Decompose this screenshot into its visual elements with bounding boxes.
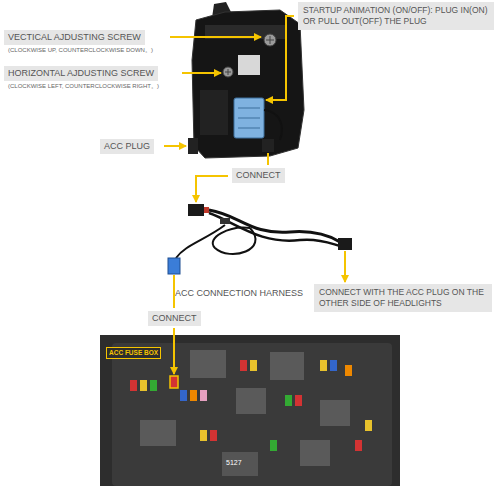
callout-note: (CLOCKWISE LEFT, COUNTERCLOCKWISE RIGHT。… xyxy=(4,81,163,90)
callout-text: CONNECT xyxy=(148,311,201,326)
callout-text: CONNECT WITH THE ACC PLUG ON THE OTHER S… xyxy=(314,284,492,312)
adjusting-screw xyxy=(266,36,274,44)
headlight xyxy=(200,90,228,135)
callout-text: CONNECT xyxy=(232,168,285,183)
leader-line xyxy=(266,16,294,100)
harness xyxy=(188,204,204,216)
callout-box: CONNECT xyxy=(148,311,201,326)
leader-line xyxy=(182,72,221,74)
callout-text: STARTUP ANIMATION (ON/OFF): PLUG IN(ON) … xyxy=(298,2,494,30)
fuse xyxy=(295,395,302,406)
acc-plug xyxy=(262,110,282,152)
fuse-box-photo xyxy=(320,400,350,426)
leader-line xyxy=(173,275,175,308)
adjusting-screw xyxy=(264,34,276,46)
fuse xyxy=(250,360,257,371)
callout-text: VECTICAL AJDUSTING SCREW xyxy=(4,30,145,45)
callout-text: ACC PLUG xyxy=(100,139,154,154)
fuse xyxy=(130,360,372,451)
harness xyxy=(168,204,352,274)
callout-box: HORIZONTAL AJDUSTING SCREW(CLOCKWISE LEF… xyxy=(4,66,163,90)
harness xyxy=(213,228,256,254)
fuse-box-photo xyxy=(236,388,266,414)
fuse-box-tag: ACC FUSE BOX xyxy=(106,347,161,359)
fuse xyxy=(355,440,362,451)
harness xyxy=(204,207,209,213)
leader-line xyxy=(267,153,269,165)
fuse xyxy=(140,380,147,391)
callout-text: ACC FUSE BOX xyxy=(106,347,161,359)
harness xyxy=(338,238,352,250)
fuse xyxy=(345,365,352,376)
fuse xyxy=(170,376,178,388)
headlight xyxy=(192,10,304,158)
callout-box: VECTICAL AJDUSTING SCREW(CLOCKWISE UP, C… xyxy=(4,30,157,54)
fuse-box-photo xyxy=(300,440,330,466)
connector-block xyxy=(238,108,260,128)
fuse xyxy=(150,380,157,391)
leader-line xyxy=(344,251,346,282)
fuse xyxy=(180,390,187,401)
callout-note: (CLOCKWISE UP, COUNTERCLOCKWISE DOWN。) xyxy=(4,45,157,54)
fuse xyxy=(190,390,197,401)
fuse-box-photo xyxy=(100,335,400,486)
callout-text: HORIZONTAL AJDUSTING SCREW xyxy=(4,66,158,81)
callout-box: CONNECT xyxy=(232,168,285,183)
leader-line xyxy=(196,176,228,202)
leader-line xyxy=(164,145,186,147)
headlight xyxy=(238,55,260,75)
harness xyxy=(220,218,230,224)
fuse xyxy=(270,440,277,451)
callout-box: STARTUP ANIMATION (ON/OFF): PLUG IN(ON) … xyxy=(298,2,494,30)
fuse xyxy=(285,395,292,406)
fuse xyxy=(130,380,137,391)
fuse xyxy=(210,430,217,441)
part-name: ACC CONNECTION HARNESS xyxy=(175,288,303,299)
fuse-box-photo xyxy=(270,352,304,380)
connector-block xyxy=(234,98,264,138)
leader-line xyxy=(173,328,175,374)
fuse xyxy=(240,360,247,371)
leader-line xyxy=(170,36,261,38)
adjusting-screw xyxy=(223,34,276,77)
fuse-box-photo xyxy=(222,452,258,476)
fuse xyxy=(200,390,207,401)
fuse xyxy=(320,360,327,371)
part-number: 5127 xyxy=(226,459,242,467)
fuse-box-photo xyxy=(140,420,176,446)
harness xyxy=(168,258,180,274)
adjusting-screw xyxy=(223,67,233,77)
headlight xyxy=(188,138,198,154)
acc-plug xyxy=(262,139,274,152)
headlight xyxy=(188,2,304,158)
acc-plug xyxy=(264,110,282,140)
fuse xyxy=(330,360,337,371)
harness xyxy=(176,225,225,258)
fuse-box-photo xyxy=(112,343,392,486)
fuse xyxy=(200,430,207,441)
fuse xyxy=(365,420,372,431)
fuse-box-photo xyxy=(190,350,226,378)
connector-block xyxy=(234,98,264,138)
adjusting-screw xyxy=(225,69,231,75)
callout-box: CONNECT WITH THE ACC PLUG ON THE OTHER S… xyxy=(314,284,492,312)
fuse-box-photo xyxy=(100,335,400,486)
harness xyxy=(209,210,340,242)
callout-box: ACC PLUG xyxy=(100,139,154,154)
